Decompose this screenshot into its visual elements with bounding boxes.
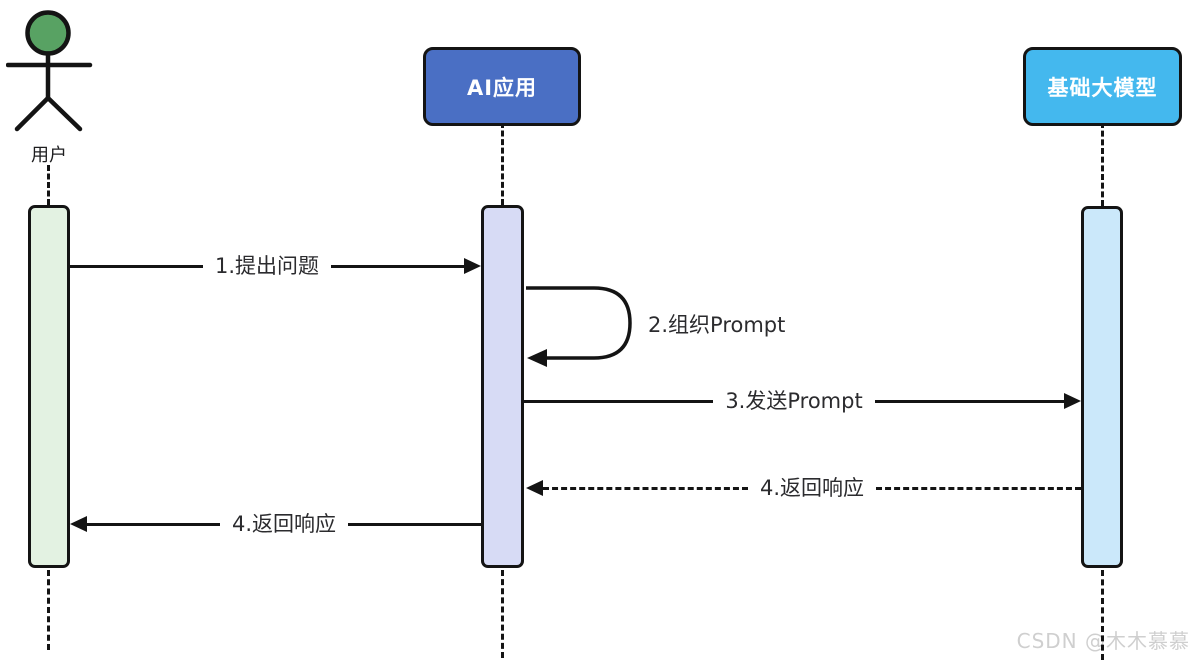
arrowhead-right-icon [1064,393,1081,409]
message-3-line [524,399,714,403]
arrowhead-left-icon [526,480,543,496]
message-4-line [543,486,748,490]
lifeline-llm-bottom [1101,570,1104,660]
arrowhead-right-icon [464,258,482,274]
message-5-line [348,522,482,526]
message-1-line [70,264,203,268]
lifeline-user-bottom [47,570,50,650]
message-4-arrow: 4.返回响应 [526,473,1082,503]
message-1-line [331,264,465,268]
arrowhead-left-icon [527,349,547,367]
message-5-arrow: 4.返回响应 [70,509,482,539]
activation-bar-llm [1081,206,1123,568]
lifeline-ai-bottom [501,570,504,658]
participant-box-llm: 基础大模型 [1023,47,1182,126]
actor-stick-figure-icon [6,10,93,132]
lifeline-user-top [47,165,50,205]
message-3-line [874,399,1064,403]
lifeline-llm-top [1101,122,1104,206]
message-3-arrow: 3.发送Prompt [524,386,1081,416]
actor-label-user: 用户 [31,145,67,166]
message-5-line [87,522,220,526]
participant-label-ai-app: AI应用 [466,75,538,100]
message-4-label: 4.返回响应 [759,476,865,500]
lifeline-ai-top [501,122,504,205]
message-2-self-loop [526,286,632,367]
activation-bar-user [28,205,70,568]
message-2-label: 2.组织Prompt [648,313,786,337]
arrowhead-left-icon [70,516,87,532]
activation-bar-ai-app [481,205,524,568]
message-1-arrow: 1.提出问题 [70,251,482,281]
participant-box-ai-app: AI应用 [423,47,581,126]
message-4-line [876,486,1082,490]
message-1-label: 1.提出问题 [214,254,320,278]
message-3-label: 3.发送Prompt [725,389,863,413]
message-5-label: 4.返回响应 [231,512,337,536]
participant-label-llm: 基础大模型 [1047,75,1158,100]
